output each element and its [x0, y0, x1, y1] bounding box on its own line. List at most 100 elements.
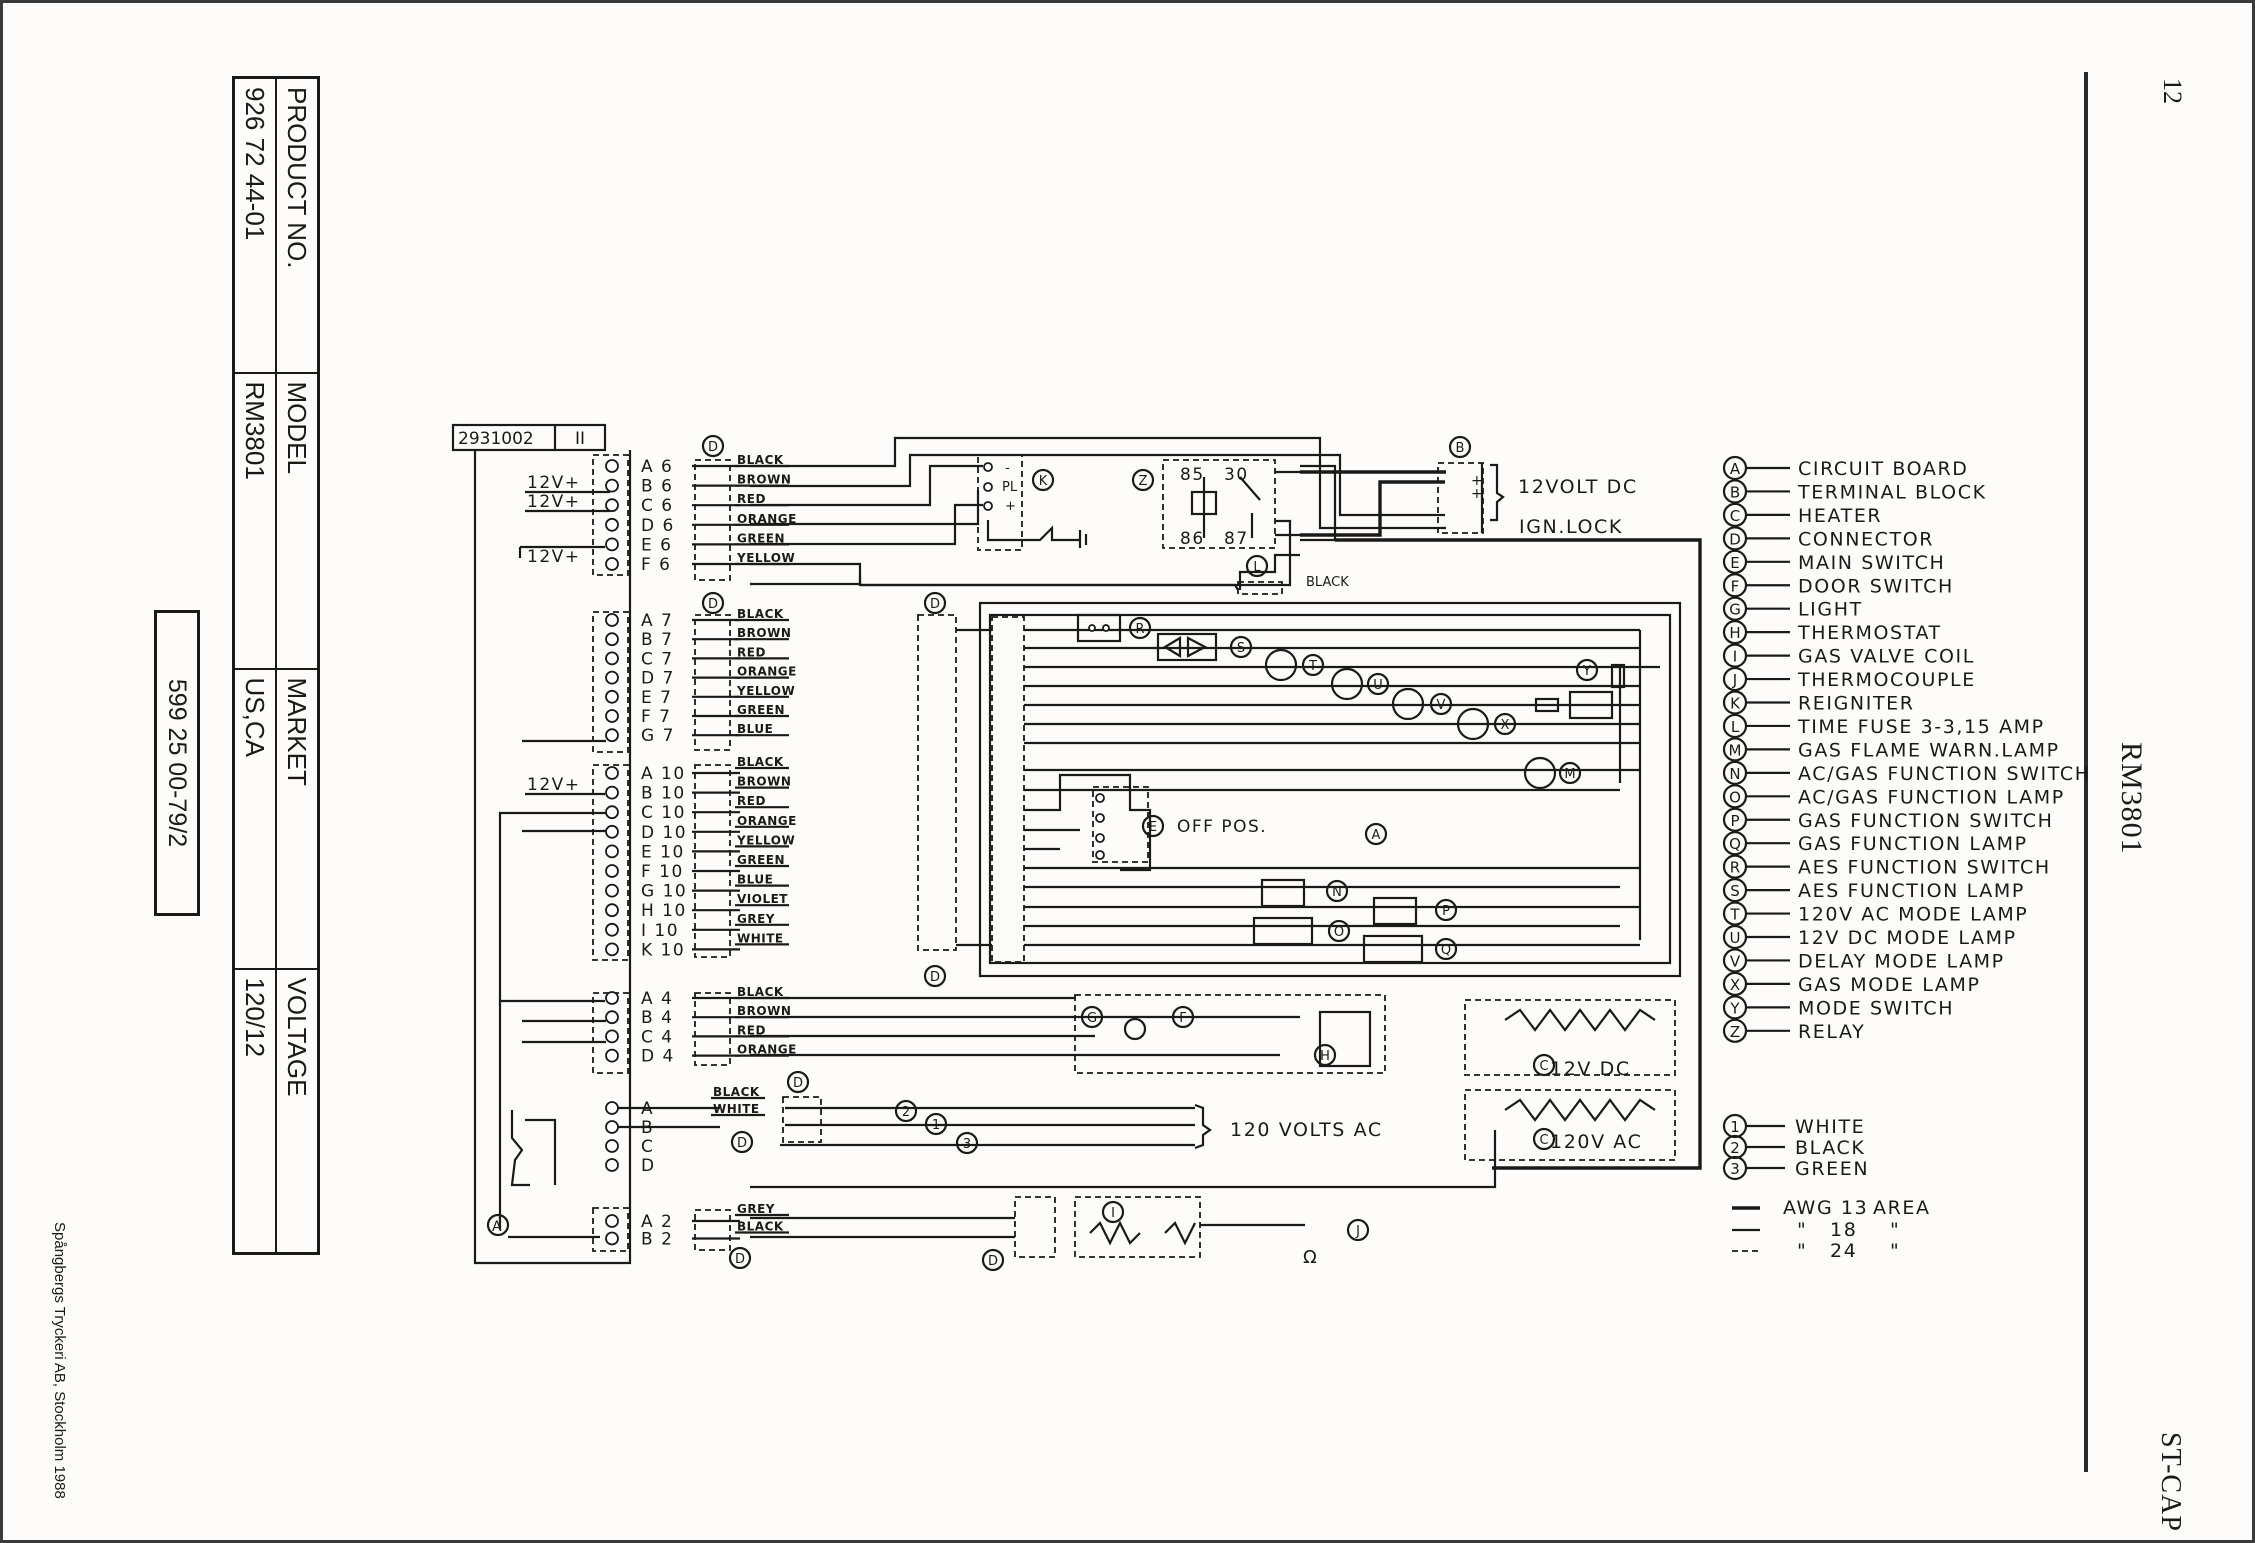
off-pos-label: OFF POS.: [1177, 817, 1267, 837]
component-marker: [701, 591, 725, 615]
wire-color-label: VIOLET: [737, 892, 788, 906]
label-heater-12v: 12V DC: [1550, 1058, 1631, 1080]
component-marker-letter: C: [1539, 1133, 1548, 1148]
terminal-label: C 10: [641, 803, 686, 823]
wire-color-label: RED: [737, 645, 766, 659]
wire-color-label: YELLOW: [736, 551, 795, 565]
legend-key: Z: [1730, 1023, 1740, 1041]
legend-item: 12V DC MODE LAMP: [1798, 927, 2017, 949]
k-label-minus: -: [1005, 461, 1010, 476]
component-marker: [1229, 635, 1253, 659]
terminal-label: G 7: [641, 726, 675, 746]
terminal-label: I 10: [641, 921, 679, 941]
component-marker-letter: 3: [963, 1137, 971, 1152]
component-marker: [1128, 616, 1152, 640]
component-marker-letter: D: [708, 597, 718, 612]
legend-item: THERMOSTAT: [1797, 622, 1942, 644]
terminal-label: A 4: [641, 989, 673, 1009]
terminal-pin: [605, 1158, 619, 1172]
component-marker-letter: J: [1355, 1224, 1360, 1239]
area-header: AREA: [1873, 1197, 1931, 1219]
terminal-pin: [605, 537, 619, 552]
component-marker-letter: V: [1437, 698, 1446, 713]
legend-item: MAIN SWITCH: [1798, 552, 1945, 574]
terminal-label: C 4: [641, 1027, 674, 1047]
legend-item: CIRCUIT BOARD: [1798, 458, 1969, 480]
awg-prefix: ": [1797, 1219, 1807, 1241]
terminal-label: B 4: [641, 1008, 673, 1028]
wire-color-label: BLACK: [737, 985, 784, 999]
legend-item: AES FUNCTION SWITCH: [1798, 857, 2051, 879]
terminal-label: F 7: [641, 707, 672, 727]
legend-item: RELAY: [1798, 1021, 1865, 1043]
fuse-wire-label: BLACK: [1306, 575, 1349, 590]
terminal-label: F 10: [641, 862, 684, 882]
legend-item: GAS FUNCTION SWITCH: [1798, 810, 2053, 832]
ac-mode-lamp: [1264, 648, 1298, 682]
terminal-label: D 10: [641, 823, 687, 843]
legend-key: O: [1729, 788, 1741, 806]
terminal-pin: [605, 1231, 619, 1246]
component-marker-letter: A: [1372, 828, 1381, 843]
wire-color-label: BROWN: [737, 775, 791, 789]
legend-item: TIME FUSE 3-3,15 AMP: [1797, 716, 2045, 738]
component-marker: [923, 964, 947, 988]
wire-color-label: GREEN: [737, 531, 785, 545]
legend-key: B: [1730, 483, 1740, 501]
terminal-label: C 6: [641, 496, 674, 516]
component-marker: [1346, 1218, 1370, 1242]
component-marker: [1434, 898, 1458, 922]
terminal-pin: [605, 766, 619, 780]
component-marker: [1171, 1005, 1195, 1029]
awg-prefix: ": [1797, 1240, 1807, 1262]
wire-color-label: GREEN: [737, 703, 785, 717]
terminal-pin: [605, 883, 619, 898]
component-marker-letter: O: [1334, 925, 1344, 940]
wire-color-label: BLUE: [737, 873, 773, 887]
delay-mode-lamp: [1391, 687, 1425, 721]
terminal-pin: [605, 1214, 619, 1228]
legend-item: 120V AC MODE LAMP: [1798, 904, 2028, 926]
aes-function-switch: [1076, 613, 1122, 643]
terminal-pin: [605, 824, 619, 839]
component-marker: [1493, 712, 1517, 736]
terminal-pin: [605, 670, 619, 685]
wire-color-label: RED: [737, 1023, 766, 1037]
legend-item: TERMINAL BLOCK: [1797, 481, 1987, 503]
terminal-pin: [605, 728, 619, 743]
awg-gauge: 24: [1830, 1240, 1857, 1262]
awg-area: ": [1890, 1219, 1900, 1241]
terminal-label: E 7: [641, 688, 672, 708]
legend-key: G: [1729, 601, 1741, 619]
component-marker: [1313, 1043, 1337, 1067]
legend-wire-color: GREEN: [1795, 1158, 1869, 1180]
terminal-pin: [605, 1010, 619, 1025]
component-marker-letter: Z: [1139, 474, 1148, 489]
label-120-volts-ac: 120 VOLTS AC: [1230, 1119, 1383, 1141]
legend-item: AC/GAS FUNCTION LAMP: [1798, 786, 2065, 808]
wire-color-label: GREY: [737, 1202, 775, 1216]
component-marker-letter: B: [1456, 441, 1465, 456]
component-marker-letter: C: [1539, 1059, 1548, 1074]
thermostat: [1318, 1010, 1372, 1068]
page-rule: [2084, 72, 2088, 1472]
legend-key: Y: [1729, 999, 1740, 1017]
legend-key: J: [1732, 671, 1737, 689]
legend-key: S: [1730, 882, 1740, 900]
legend-key: C: [1730, 507, 1740, 525]
gas-mode-lamp: [1456, 707, 1490, 741]
wire-color-label: GREY: [737, 912, 775, 926]
ac-gas-function-switch: [1260, 878, 1306, 908]
terminal-pin: [605, 1029, 619, 1044]
terminal-label: B 2: [641, 1230, 673, 1250]
terminal-pin: [605, 557, 619, 571]
component-marker-letter: S: [1237, 641, 1245, 656]
terminal-pin: [605, 709, 619, 723]
terminal-label: E 6: [641, 535, 672, 555]
terminal-label: A 2: [641, 1212, 673, 1232]
wire-color-label: BROWN: [737, 1004, 791, 1018]
legend-item: AES FUNCTION LAMP: [1798, 880, 2025, 902]
legend-key: A: [1730, 460, 1741, 478]
legend-key: H: [1729, 624, 1740, 642]
